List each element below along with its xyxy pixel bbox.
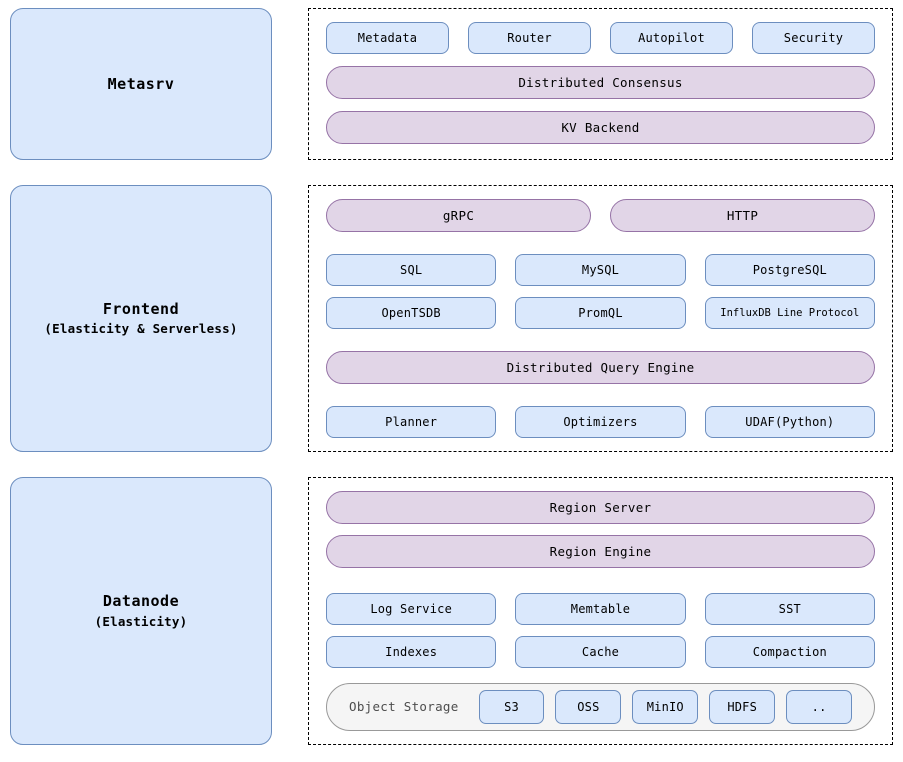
chip-cache[interactable]: Cache	[515, 635, 686, 668]
component-subtitle: (Elasticity & Serverless)	[44, 321, 238, 337]
pill-http[interactable]: HTTP	[610, 199, 875, 232]
band-storage-components-primary: Log Service Memtable SST	[326, 592, 875, 625]
band-kv-backend: KV Backend	[326, 111, 875, 144]
component-title: Metasrv	[107, 74, 175, 93]
chip-promql[interactable]: PromQL	[515, 297, 686, 329]
band-region-engine: Region Engine	[326, 535, 875, 568]
chip-influxdb-line-protocol[interactable]: InfluxDB Line Protocol	[704, 297, 875, 329]
layer-group-frontend: gRPC HTTP SQL MySQL PostgreSQL OpenTSDB …	[308, 185, 893, 452]
chip-more[interactable]: ..	[786, 689, 853, 724]
chip-log-service[interactable]: Log Service	[326, 592, 497, 625]
band-metasrv-services: Metadata Router Autopilot Security	[326, 22, 875, 54]
layer-group-datanode: Region Server Region Engine Log Service …	[308, 477, 893, 745]
component-panel-metasrv[interactable]: Metasrv	[10, 8, 272, 160]
component-panel-datanode[interactable]: Datanode (Elasticity)	[10, 477, 272, 745]
chip-planner[interactable]: Planner	[326, 406, 497, 438]
chip-sql[interactable]: SQL	[326, 254, 497, 286]
chip-indexes[interactable]: Indexes	[326, 635, 497, 668]
chip-opentsdb[interactable]: OpenTSDB	[326, 297, 497, 329]
chip-minio[interactable]: MinIO	[632, 689, 699, 724]
component-panel-frontend[interactable]: Frontend (Elasticity & Serverless)	[10, 185, 272, 452]
component-title: Frontend	[102, 299, 180, 318]
pill-region-engine[interactable]: Region Engine	[326, 535, 875, 568]
chip-compaction[interactable]: Compaction	[704, 635, 875, 668]
pill-distributed-query-engine[interactable]: Distributed Query Engine	[326, 351, 875, 384]
architecture-row-metasrv: Metasrv Metadata Router Autopilot Securi…	[10, 8, 893, 160]
layer-group-metasrv: Metadata Router Autopilot Security Distr…	[308, 8, 893, 160]
chip-oss[interactable]: OSS	[555, 689, 622, 724]
component-subtitle: (Elasticity)	[94, 613, 188, 629]
chip-sst[interactable]: SST	[704, 592, 875, 625]
chip-memtable[interactable]: Memtable	[515, 592, 686, 625]
object-storage-label: Object Storage	[349, 699, 459, 715]
pill-distributed-consensus[interactable]: Distributed Consensus	[326, 66, 875, 99]
chip-metadata[interactable]: Metadata	[326, 22, 449, 54]
component-title: Datanode	[102, 592, 180, 611]
chip-udaf-python[interactable]: UDAF(Python)	[704, 406, 875, 438]
pill-kv-backend[interactable]: KV Backend	[326, 111, 875, 144]
band-distributed-consensus: Distributed Consensus	[326, 66, 875, 99]
object-storage-strip: Object Storage S3 OSS MinIO HDFS ..	[326, 682, 875, 731]
architecture-row-frontend: Frontend (Elasticity & Serverless) gRPC …	[10, 185, 893, 452]
spacer	[326, 579, 875, 582]
architecture-row-datanode: Datanode (Elasticity) Region Server Regi…	[10, 477, 893, 745]
band-query-protocols-secondary: OpenTSDB PromQL InfluxDB Line Protocol	[326, 297, 875, 329]
chip-postgresql[interactable]: PostgreSQL	[704, 254, 875, 286]
band-distributed-query-engine: Distributed Query Engine	[326, 351, 875, 384]
band-query-components: Planner Optimizers UDAF(Python)	[326, 406, 875, 438]
pill-region-server[interactable]: Region Server	[326, 491, 875, 524]
band-region-server: Region Server	[326, 491, 875, 524]
band-storage-components-secondary: Indexes Cache Compaction	[326, 635, 875, 668]
chip-autopilot[interactable]: Autopilot	[610, 22, 733, 54]
chip-security[interactable]: Security	[752, 22, 875, 54]
chip-router[interactable]: Router	[468, 22, 591, 54]
chip-s3[interactable]: S3	[478, 689, 545, 724]
pill-grpc[interactable]: gRPC	[326, 199, 591, 232]
chip-optimizers[interactable]: Optimizers	[515, 406, 686, 438]
band-query-protocols-primary: SQL MySQL PostgreSQL	[326, 254, 875, 286]
band-protocol-transports: gRPC HTTP	[326, 199, 875, 232]
chip-hdfs[interactable]: HDFS	[709, 689, 776, 724]
chip-mysql[interactable]: MySQL	[515, 254, 686, 286]
